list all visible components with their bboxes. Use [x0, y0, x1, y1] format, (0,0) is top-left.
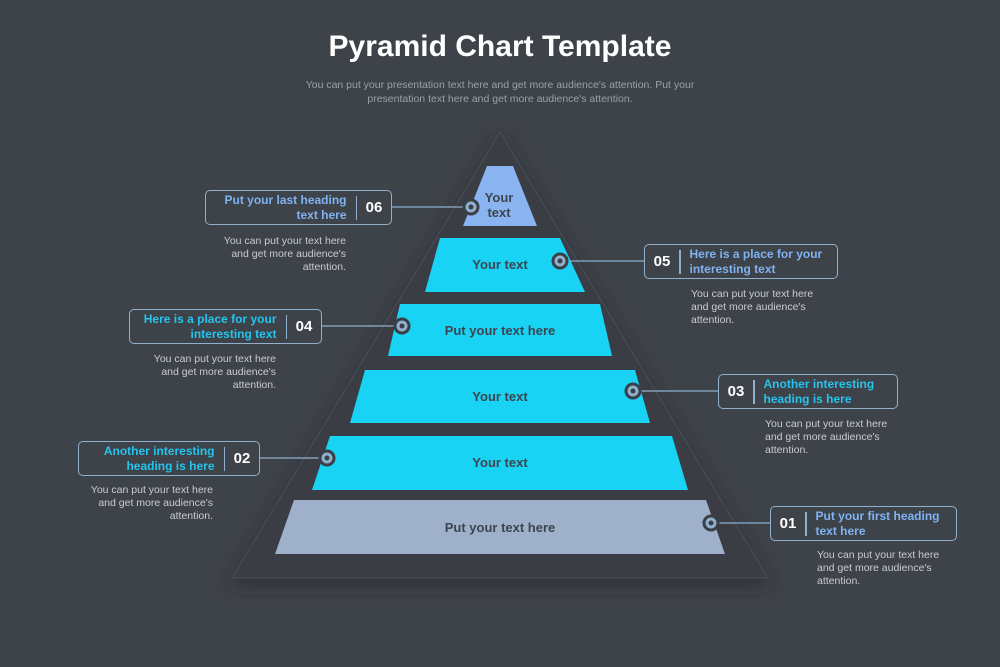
callout-number-03: 03 [727, 383, 745, 400]
callout-divider-06 [355, 195, 357, 220]
page-subtitle: You can put your presentation text here … [305, 79, 695, 105]
callout-box-05: Here is a place for your interesting tex… [644, 244, 838, 279]
tier-label-5: Your text [472, 257, 528, 272]
callout-box-02: Another interesting heading is here 02 [78, 441, 260, 476]
callout-number-06: 06 [365, 199, 383, 216]
callout-heading-05: Here is a place for your interesting tex… [689, 246, 823, 276]
pyramid-tier-3 [350, 370, 650, 423]
tier-label-1: Put your text here [444, 520, 556, 535]
page-title: Pyramid Chart Template [328, 30, 672, 63]
callout-text-06: You can put your text here and get more … [223, 235, 346, 273]
callout-divider-01 [805, 511, 807, 536]
callout-divider-02 [223, 446, 225, 471]
callout-text-01: You can put your text here and get more … [817, 549, 940, 587]
callout-heading-03: Another interesting heading is here [763, 376, 875, 406]
callout-text-03: You can put your text here and get more … [765, 418, 888, 456]
pyramid-tier-4 [388, 304, 612, 356]
marker-dot-05 [557, 258, 563, 264]
callout-number-05: 05 [653, 253, 671, 270]
pyramid-tier-5 [425, 238, 585, 292]
tier-label-2: Your text [472, 455, 528, 470]
marker-dot-01 [708, 520, 714, 526]
callout-divider-05 [679, 249, 681, 274]
callout-heading-06: Put your last heading text here [224, 192, 347, 222]
callout-heading-04: Here is a place for your interesting tex… [143, 311, 277, 341]
marker-dot-06 [468, 204, 474, 210]
tier-label-4: Put your text here [444, 323, 556, 338]
callout-number-01: 01 [779, 515, 797, 532]
callout-box-01: Put your first heading text here 01 [770, 506, 957, 541]
callout-box-03: Another interesting heading is here 03 [718, 374, 898, 409]
pyramid-tier-6 [463, 166, 537, 226]
callout-number-02: 02 [233, 450, 251, 467]
callout-heading-02: Another interesting heading is here [103, 443, 215, 473]
marker-dot-03 [630, 388, 636, 394]
callout-heading-01: Put your first heading text here [815, 508, 940, 538]
callout-number-04: 04 [295, 318, 313, 335]
callout-text-02: You can put your text here and get more … [90, 484, 213, 522]
tier-label-6: Your text [484, 190, 514, 220]
marker-dot-04 [399, 323, 405, 329]
marker-dot-02 [324, 455, 330, 461]
pyramid-tier-2 [312, 436, 688, 490]
callout-box-04: Here is a place for your interesting tex… [129, 309, 322, 344]
callout-divider-04 [285, 314, 287, 339]
callout-divider-03 [753, 379, 755, 404]
callout-box-06: Put your last heading text here 06 [205, 190, 392, 225]
tier-label-3: Your text [472, 389, 528, 404]
pyramid-tier-1 [275, 500, 725, 554]
callout-text-04: You can put your text here and get more … [153, 353, 276, 391]
callout-text-05: You can put your text here and get more … [691, 288, 814, 326]
